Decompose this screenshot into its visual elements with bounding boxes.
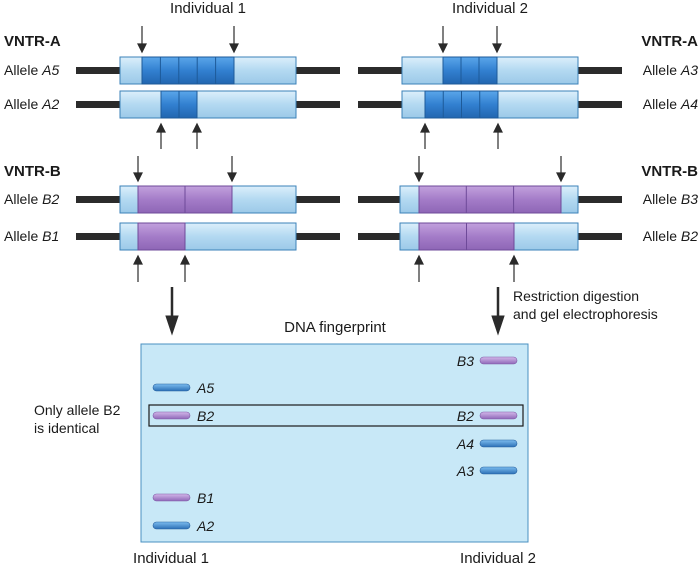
gel-band-a4 bbox=[479, 439, 518, 448]
repeat-block bbox=[137, 222, 186, 251]
process-label-line2: and gel electrophoresis bbox=[513, 306, 658, 322]
gel-band-b1 bbox=[152, 493, 191, 502]
down-arrow-icon bbox=[414, 172, 424, 183]
vntr-b-label-left: VNTR-B bbox=[4, 163, 61, 180]
down-arrow-icon bbox=[227, 172, 237, 183]
dna-flank-left bbox=[76, 233, 120, 240]
identical-note-line1: Only allele B2 bbox=[34, 402, 121, 418]
allele-b2-ind1-construct bbox=[76, 185, 340, 214]
process-label-line1: Restriction digestion bbox=[513, 288, 639, 304]
allele-a4-construct bbox=[358, 90, 622, 119]
down-arrow-icon bbox=[133, 172, 143, 183]
dna-flank-right bbox=[296, 101, 340, 108]
allele-b2-ind2-construct bbox=[358, 222, 622, 251]
dna-flank-right bbox=[296, 233, 340, 240]
restriction-site-arrows bbox=[133, 26, 566, 282]
allele-label-b3: Allele B3 bbox=[643, 191, 698, 207]
gel-band-label-a2: A2 bbox=[196, 518, 214, 534]
allele-label-b1: Allele B1 bbox=[4, 228, 59, 244]
process-arrows bbox=[165, 287, 505, 336]
gel-band-label-b1: B1 bbox=[197, 490, 214, 506]
vntr-region bbox=[119, 90, 297, 119]
gel-title: DNA fingerprint bbox=[284, 319, 387, 336]
gel-band-a2 bbox=[152, 521, 191, 530]
allele-a3-construct bbox=[358, 56, 622, 85]
gel-band-label-b2-ind1: B2 bbox=[197, 408, 214, 424]
down-arrow-icon bbox=[438, 43, 448, 54]
allele-b3-construct bbox=[358, 185, 622, 214]
vntr-a-label-right: VNTR-A bbox=[641, 33, 698, 50]
allele-label-b2-ind2: Allele B2 bbox=[643, 228, 698, 244]
up-arrow-icon bbox=[414, 254, 424, 265]
down-arrow-icon bbox=[492, 43, 502, 54]
dna-flank-right bbox=[296, 67, 340, 74]
dna-flank-left bbox=[358, 196, 400, 203]
up-arrow-icon bbox=[156, 122, 166, 133]
down-arrow-icon bbox=[556, 172, 566, 183]
dna-flank-left bbox=[358, 233, 400, 240]
dna-flank-right bbox=[578, 196, 622, 203]
identical-band-highlight bbox=[148, 404, 524, 427]
individual-2-header: Individual 2 bbox=[452, 0, 528, 17]
gel-band-label-b2-ind2: B2 bbox=[457, 408, 474, 424]
dna-flank-left bbox=[76, 101, 120, 108]
allele-label-a3: Allele A3 bbox=[643, 62, 698, 78]
gel-panel bbox=[140, 343, 529, 543]
dna-flank-left bbox=[76, 67, 120, 74]
gel-band-label-b3: B3 bbox=[457, 353, 474, 369]
gel-band-label-a4: A4 bbox=[456, 436, 474, 452]
gel-lane-label-individual-2: Individual 2 bbox=[460, 550, 536, 567]
dna-flank-left bbox=[358, 67, 402, 74]
up-arrow-icon bbox=[420, 122, 430, 133]
up-arrow-icon bbox=[180, 254, 190, 265]
gel-band-label-a5: A5 bbox=[196, 380, 214, 396]
dna-flank-right bbox=[578, 67, 622, 74]
repeat-block bbox=[141, 56, 235, 85]
vntr-a-label-left: VNTR-A bbox=[4, 33, 61, 50]
big-down-arrow-icon bbox=[165, 315, 179, 336]
dna-flank-left bbox=[358, 101, 402, 108]
repeat-block bbox=[442, 56, 498, 85]
gel-band-b2-ind2 bbox=[479, 411, 518, 420]
gel-band-a5 bbox=[152, 383, 191, 392]
dna-flank-right bbox=[578, 233, 622, 240]
down-arrow-icon bbox=[229, 43, 239, 54]
dna-flank-left bbox=[76, 196, 120, 203]
big-down-arrow-icon bbox=[491, 315, 505, 336]
identical-note-line2: is identical bbox=[34, 420, 99, 436]
allele-label-a5: Allele A5 bbox=[4, 62, 59, 78]
gel-band-b3 bbox=[479, 356, 518, 365]
allele-label-b2-ind1: Allele B2 bbox=[4, 191, 59, 207]
dna-flank-right bbox=[296, 196, 340, 203]
individual-1-header: Individual 1 bbox=[170, 0, 246, 17]
allele-b1-construct bbox=[76, 222, 340, 251]
gel-lane-label-individual-1: Individual 1 bbox=[133, 550, 209, 567]
gel-band-a3 bbox=[479, 466, 518, 475]
allele-label-a2: Allele A2 bbox=[4, 96, 59, 112]
down-arrow-icon bbox=[137, 43, 147, 54]
up-arrow-icon bbox=[192, 122, 202, 133]
allele-a2-construct bbox=[76, 90, 340, 119]
allele-a5-construct bbox=[76, 56, 340, 85]
up-arrow-icon bbox=[509, 254, 519, 265]
allele-label-a4: Allele A4 bbox=[643, 96, 698, 112]
up-arrow-icon bbox=[493, 122, 503, 133]
repeat-block bbox=[418, 185, 562, 214]
dna-flank-right bbox=[578, 101, 622, 108]
vntr-b-label-right: VNTR-B bbox=[641, 163, 698, 180]
gel-band-b2-ind1 bbox=[152, 411, 191, 420]
gel-band-label-a3: A3 bbox=[456, 463, 474, 479]
up-arrow-icon bbox=[133, 254, 143, 265]
